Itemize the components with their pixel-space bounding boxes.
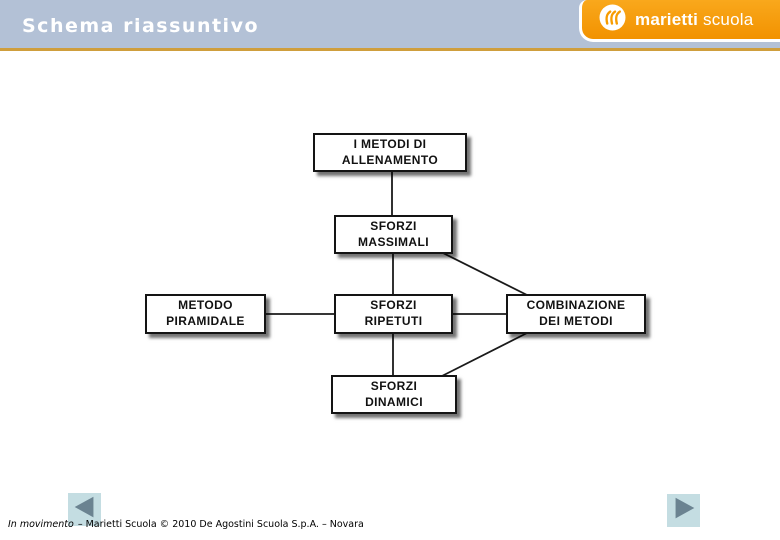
diagram-node-sforzi-ripetuti: SFORZI RIPETUTI bbox=[334, 294, 453, 334]
brand-name-primary: marietti bbox=[635, 9, 699, 29]
header-gold-rule bbox=[0, 48, 780, 51]
next-slide-button[interactable] bbox=[667, 494, 700, 527]
diagram-node-sforzi-dinamici: SFORZI DINAMICI bbox=[331, 375, 457, 414]
footer-credits: In movimento– Marietti Scuola © 2010 De … bbox=[8, 519, 364, 530]
diagram-node-i-metodi-di-allenamento: I METODI DI ALLENAMENTO bbox=[313, 133, 467, 172]
brand-name-secondary: scuola bbox=[703, 9, 754, 29]
triangle-right-icon bbox=[669, 493, 699, 528]
diagram-node-combinazione-dei-metodi: COMBINAZIONE DEI METODI bbox=[506, 294, 646, 334]
marietti-m-waves-icon bbox=[599, 4, 626, 36]
diagram-node-metodo-piramidale: METODO PIRAMIDALE bbox=[145, 294, 266, 334]
diagram-node-sforzi-massimali: SFORZI MASSIMALI bbox=[334, 215, 453, 254]
prev-slide-button[interactable] bbox=[68, 493, 101, 526]
footer-work-title: In movimento bbox=[8, 519, 74, 530]
triangle-left-icon bbox=[70, 492, 100, 527]
footer-credit-text: – Marietti Scuola © 2010 De Agostini Scu… bbox=[77, 519, 364, 530]
page-title: Schema riassuntivo bbox=[22, 15, 260, 37]
